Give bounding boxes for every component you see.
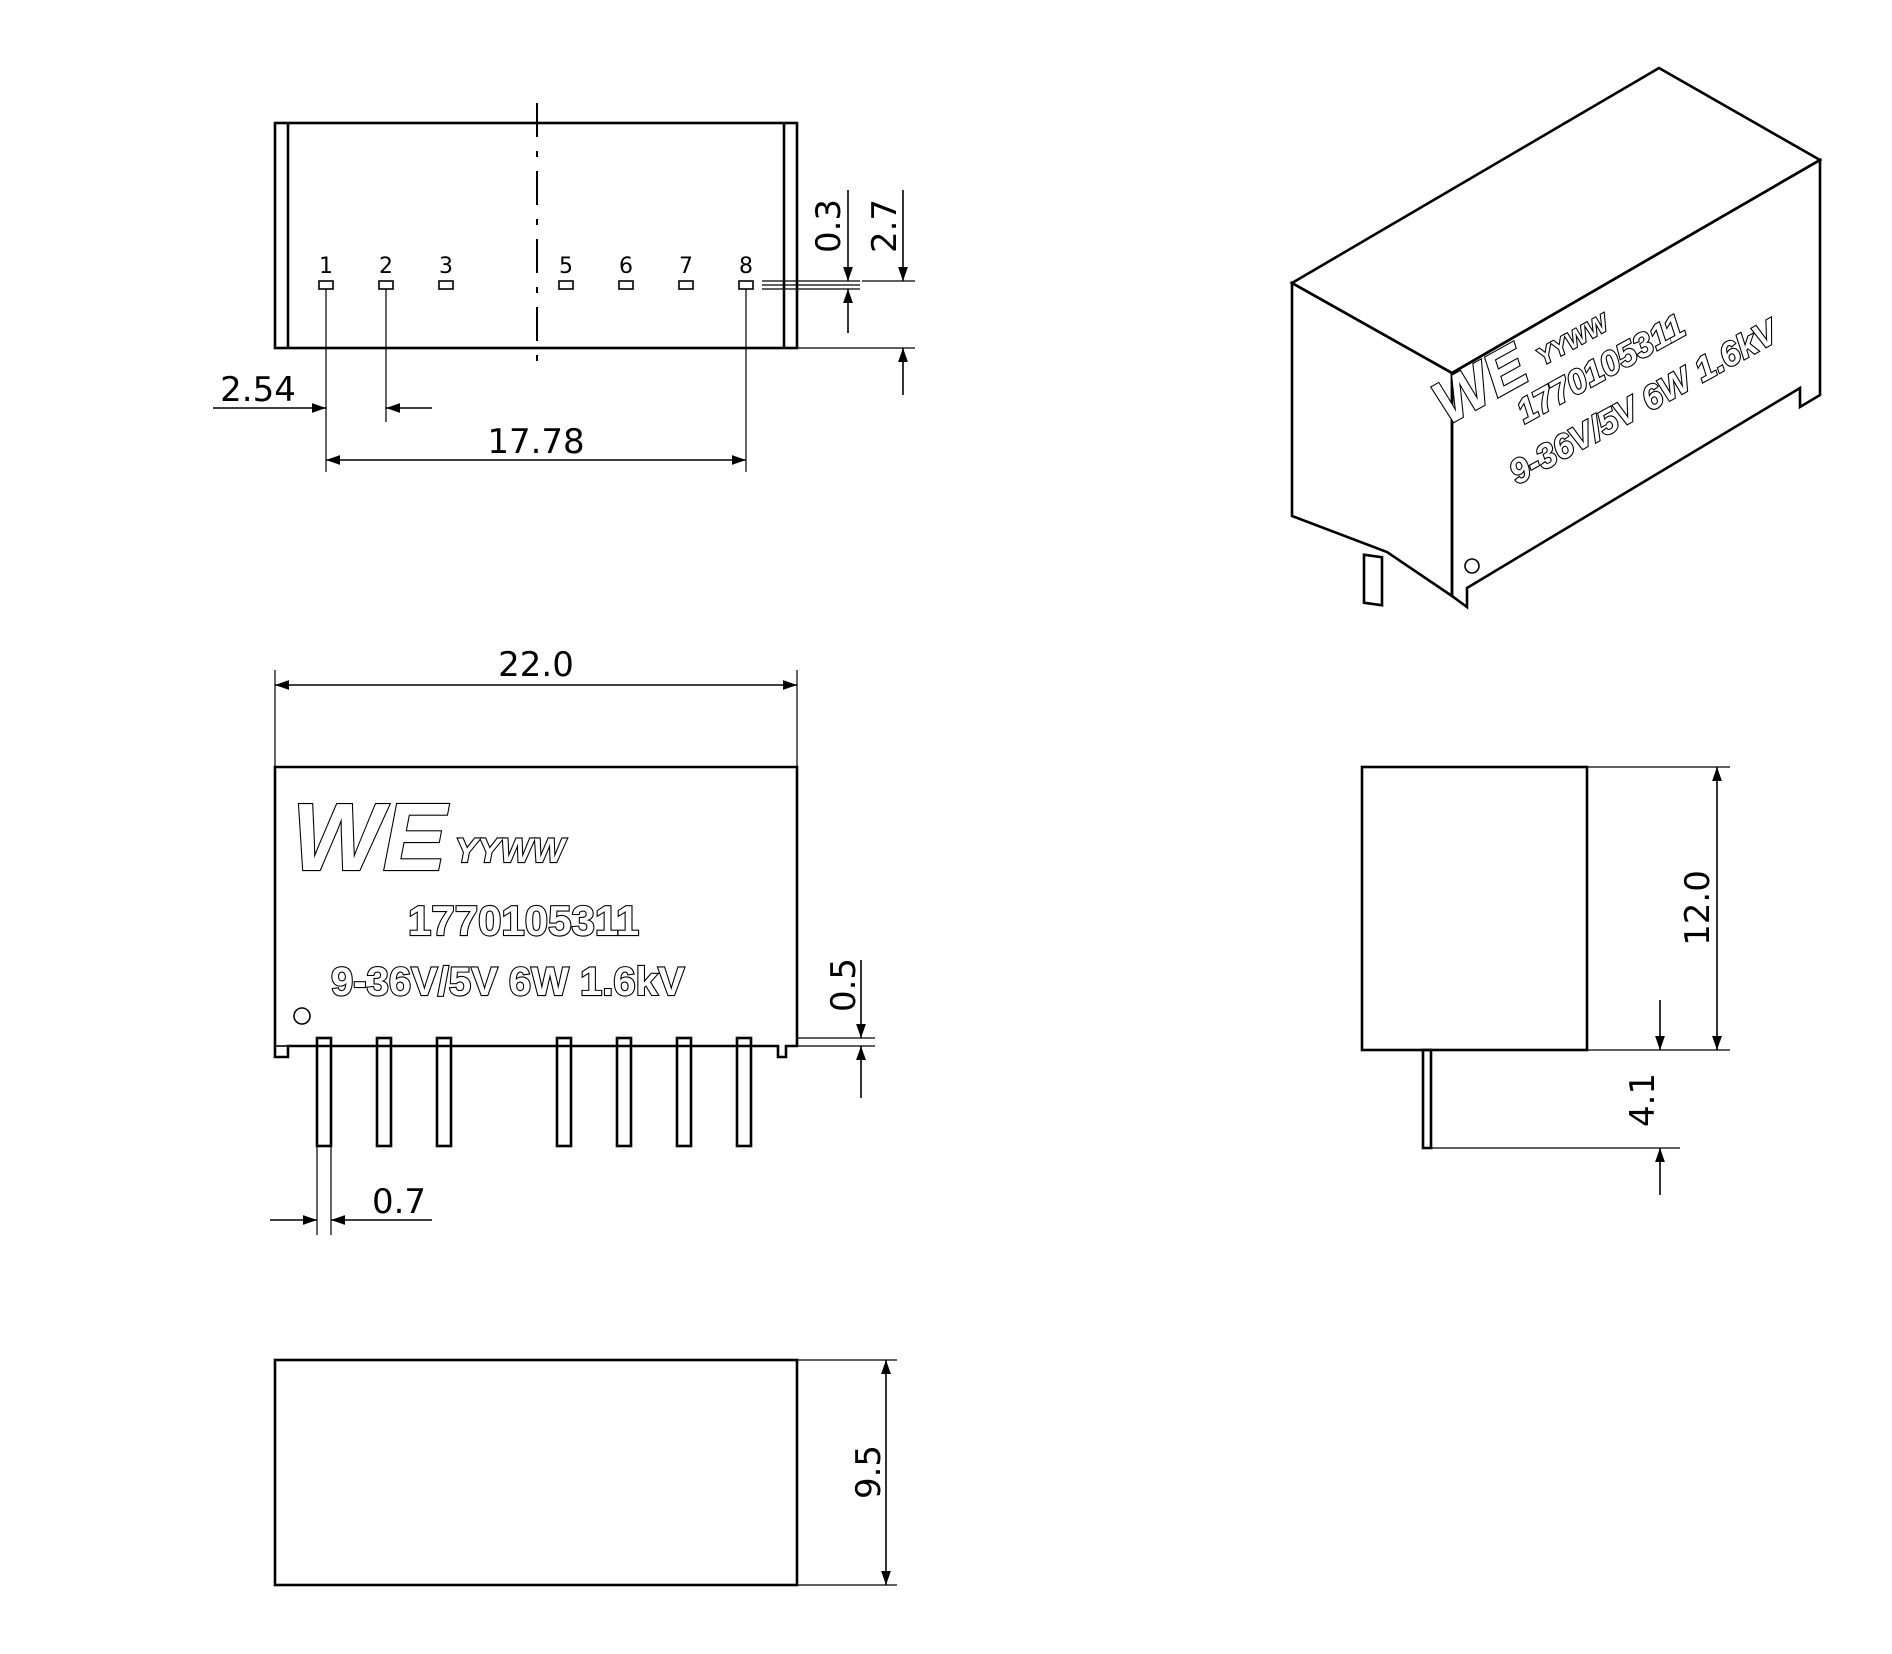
pin-number: 6 <box>619 254 633 279</box>
pin-number: 1 <box>319 254 333 279</box>
pin-pad <box>378 280 394 290</box>
dimension-label: 0.5 <box>824 958 864 1012</box>
dimension-label: 22.0 <box>498 645 574 685</box>
pin-pad <box>318 280 334 290</box>
top-view: 9.5 <box>273 1358 897 1587</box>
dimension-label: 4.1 <box>1623 1073 1663 1127</box>
front-view: WE YYWW 1770105311 9-36V/5V 6W 1.6kV 22.… <box>270 645 875 1235</box>
side-view: 12.0 4.1 <box>1360 765 1730 1195</box>
pin <box>555 1036 573 1148</box>
pin-number: 7 <box>679 254 693 279</box>
pin-number: 5 <box>559 254 573 279</box>
dimension-label: 12.0 <box>1678 870 1718 946</box>
dimension-label: 17.78 <box>487 422 584 462</box>
date-code: YYWW <box>455 832 567 870</box>
pin <box>315 1036 333 1148</box>
pin <box>1421 1048 1433 1150</box>
pins <box>315 1036 753 1148</box>
pin-number: 8 <box>739 254 753 279</box>
pin <box>735 1036 753 1148</box>
pin-pad <box>738 280 754 290</box>
isometric-view: WE YYWW 1770105311 9-36V/5V 6W 1.6kV <box>1289 66 1823 610</box>
dimension-label: 0.7 <box>372 1182 426 1222</box>
pin-pad <box>438 280 454 290</box>
isometric-marking: WE YYWW 1770105311 9-36V/5V 6W 1.6kV <box>1420 306 1788 493</box>
bottom-view: 1 2 3 5 6 7 8 0.3 2.7 2.54 17.78 <box>213 103 915 472</box>
front-marking: WE YYWW 1770105311 9-36V/5V 6W 1.6kV <box>291 783 686 1005</box>
dimension-label: 0.3 <box>809 199 849 253</box>
pin-number: 2 <box>379 254 393 279</box>
pin-number: 3 <box>439 254 453 279</box>
rating-text: 9-36V/5V 6W 1.6kV <box>331 960 685 1004</box>
pin1-marker <box>293 1007 311 1025</box>
part-number: 1770105311 <box>408 897 639 944</box>
pin-pad <box>678 280 694 290</box>
pin <box>375 1036 393 1148</box>
dimension-label: 2.54 <box>220 370 296 410</box>
pin <box>675 1036 693 1148</box>
we-logo: WE <box>292 784 450 891</box>
dimension-label: 2.7 <box>865 199 905 253</box>
pin-pad <box>618 280 634 290</box>
pin <box>615 1036 633 1148</box>
pin-pad <box>558 280 574 290</box>
dimension-label: 9.5 <box>849 1445 889 1499</box>
pin <box>435 1036 453 1148</box>
pin-numbers: 1 2 3 5 6 7 8 <box>319 254 753 279</box>
